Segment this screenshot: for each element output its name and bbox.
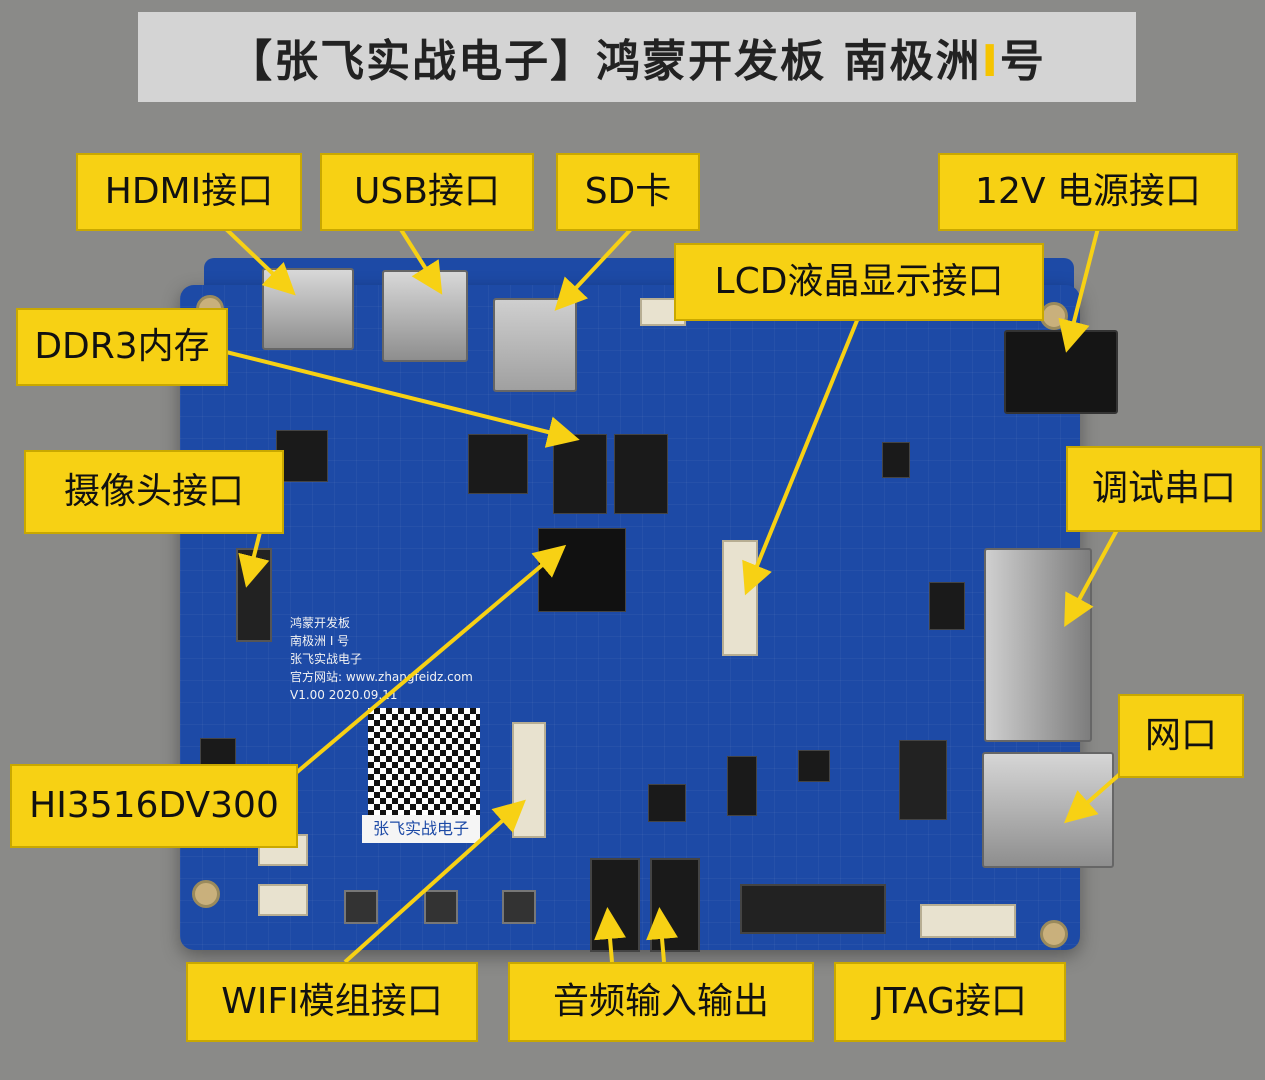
silk-line: 南极洲 I 号 xyxy=(290,634,350,648)
audio-jack xyxy=(650,858,700,952)
chip xyxy=(798,750,830,782)
chip xyxy=(200,738,236,768)
hdmi-port xyxy=(262,268,354,350)
title-prefix: 【张飞实战电子】鸿蒙开发板 南极洲 xyxy=(228,36,982,87)
power-jack xyxy=(1004,330,1118,414)
label-lcd: LCD液晶显示接口 xyxy=(674,243,1044,321)
i2s-connector xyxy=(920,904,1016,938)
label-sd: SD卡 xyxy=(556,153,700,231)
chip xyxy=(727,756,757,816)
qr-caption: 张飞实战电子 xyxy=(362,815,480,843)
chip xyxy=(468,434,528,494)
chip xyxy=(648,784,686,822)
hi3516-soc-chip xyxy=(538,528,626,612)
camera-connector xyxy=(236,548,272,642)
network-transformer xyxy=(899,740,947,820)
label-audio: 音频输入输出 xyxy=(508,962,814,1042)
mount-hole xyxy=(192,880,220,908)
label-ddr3: DDR3内存 xyxy=(16,308,228,386)
sd-slot xyxy=(493,298,577,392)
silk-line: 官方网站: www.zhangfeidz.com xyxy=(290,670,473,684)
silk-line: 鸿蒙开发板 xyxy=(290,616,351,630)
mount-hole xyxy=(1040,302,1068,330)
push-button xyxy=(424,890,458,924)
push-button xyxy=(502,890,536,924)
label-hdmi: HDMI接口 xyxy=(76,153,302,231)
push-button xyxy=(344,890,378,924)
audio-jack xyxy=(590,858,640,952)
title-text: 【张飞实战电子】鸿蒙开发板 南极洲I号 xyxy=(228,25,1046,89)
title-bar: 【张飞实战电子】鸿蒙开发板 南极洲I号 xyxy=(138,12,1136,102)
title-suffix: 号 xyxy=(999,36,1046,87)
wifi-connector xyxy=(512,722,546,838)
title-accent: I xyxy=(981,36,1000,87)
connector xyxy=(258,884,308,916)
label-jtag: JTAG接口 xyxy=(834,962,1066,1042)
chip xyxy=(929,582,965,630)
ethernet-port xyxy=(982,752,1114,868)
chip xyxy=(882,442,910,478)
qr-code xyxy=(368,708,480,820)
label-wifi: WIFI模组接口 xyxy=(186,962,478,1042)
lcd-connector xyxy=(722,540,758,656)
silk-line: 张飞实战电子 xyxy=(290,652,363,666)
silk-line: V1.00 2020.09.11 xyxy=(290,688,398,702)
ddr3-chip xyxy=(614,434,668,514)
label-network: 网口 xyxy=(1118,694,1244,778)
mount-hole xyxy=(1040,920,1068,948)
label-soc: HI3516DV300 xyxy=(10,764,298,848)
label-power: 12V 电源接口 xyxy=(938,153,1238,231)
label-debug-serial: 调试串口 xyxy=(1066,446,1262,532)
serial-db9-port xyxy=(984,548,1092,742)
label-usb: USB接口 xyxy=(320,153,534,231)
ddr3-chip xyxy=(553,434,607,514)
usb-port xyxy=(382,270,468,362)
label-camera: 摄像头接口 xyxy=(24,450,284,534)
jtag-header xyxy=(740,884,886,934)
